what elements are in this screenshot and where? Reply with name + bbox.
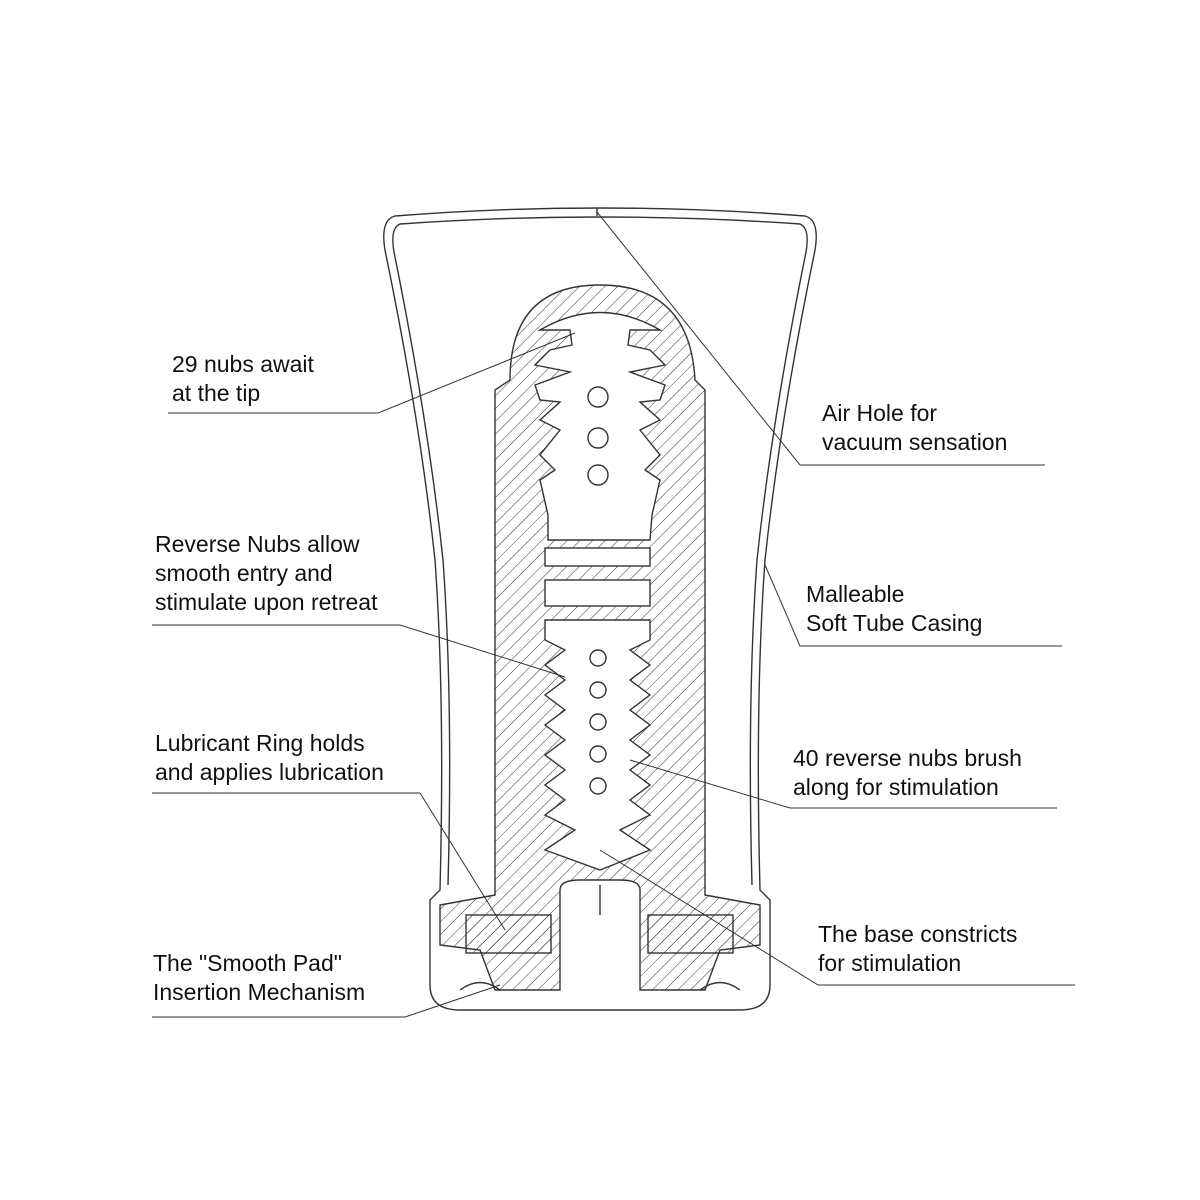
label-base: The base constricts for stimulation xyxy=(818,920,1017,978)
label-line: for stimulation xyxy=(818,950,962,976)
label-line: Malleable xyxy=(806,581,905,607)
label-line: 40 reverse nubs brush xyxy=(793,745,1022,771)
label-line: The "Smooth Pad" xyxy=(153,950,342,976)
label-air-hole: Air Hole for vacuum sensation xyxy=(822,399,1007,457)
label-line: Insertion Mechanism xyxy=(153,979,366,1005)
label-line: vacuum sensation xyxy=(822,429,1008,455)
leader-lines xyxy=(152,211,1075,1018)
label-smooth-pad: The "Smooth Pad" Insertion Mechanism xyxy=(153,949,365,1007)
outer-casing xyxy=(383,207,817,1011)
label-line: smooth entry and xyxy=(155,560,333,586)
label-tip-nubs: 29 nubs await at the tip xyxy=(172,350,314,408)
lubricant-ring-left xyxy=(465,914,552,954)
label-reverse-nubs: Reverse Nubs allow smooth entry and stim… xyxy=(155,530,377,617)
label-line: Reverse Nubs allow xyxy=(155,531,360,557)
label-line: Air Hole for xyxy=(822,400,938,426)
label-line: Soft Tube Casing xyxy=(806,610,983,636)
lubricant-ring-right xyxy=(647,914,734,954)
label-casing: Malleable Soft Tube Casing xyxy=(806,580,982,638)
nub-holes xyxy=(587,386,609,795)
label-line: along for stimulation xyxy=(793,774,999,800)
label-forty-nubs: 40 reverse nubs brush along for stimulat… xyxy=(793,744,1022,802)
label-line: at the tip xyxy=(172,380,261,406)
label-line: stimulate upon retreat xyxy=(155,589,378,615)
label-line: 29 nubs await xyxy=(172,351,314,377)
label-line: and applies lubrication xyxy=(155,759,384,785)
label-line: Lubricant Ring holds xyxy=(155,730,365,756)
label-lubricant-ring: Lubricant Ring holds and applies lubrica… xyxy=(155,729,384,787)
label-line: The base constricts xyxy=(818,921,1018,947)
